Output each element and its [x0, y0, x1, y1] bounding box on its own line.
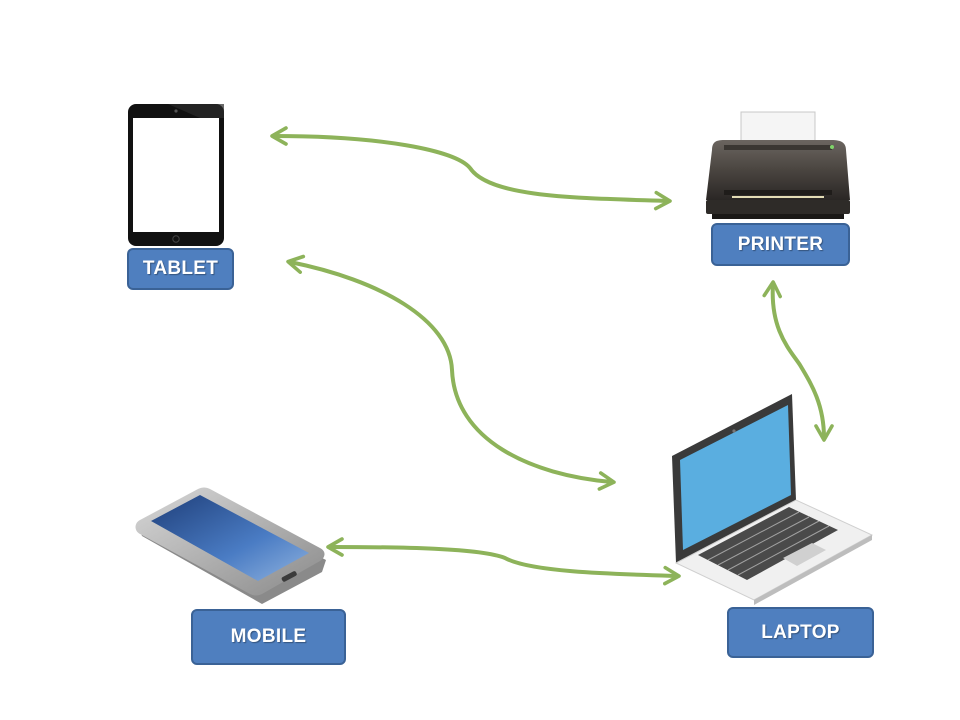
tablet-icon — [128, 104, 224, 246]
laptop-icon — [672, 394, 874, 605]
connector-mobile-laptop — [326, 537, 681, 586]
connector-tablet-laptop — [286, 254, 616, 491]
printer-icon — [706, 111, 850, 219]
printer-label: PRINTER — [711, 223, 850, 266]
laptop-label: LAPTOP — [727, 607, 874, 658]
mobile-phone-icon — [135, 487, 326, 604]
mobile-label: MOBILE — [191, 609, 346, 665]
connector-printer-laptop — [762, 280, 834, 442]
connector-tablet-printer — [270, 126, 672, 211]
tablet-label: TABLET — [127, 248, 234, 290]
